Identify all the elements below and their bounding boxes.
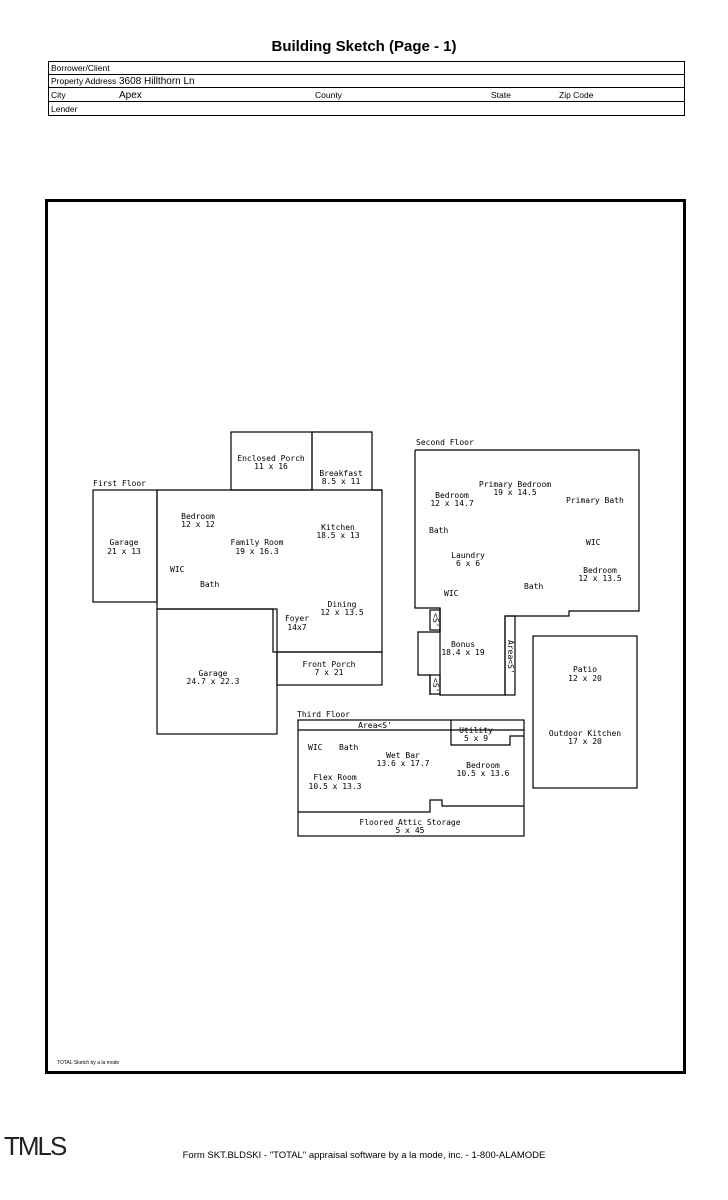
- primary-bath-label: Primary Bath: [566, 496, 624, 505]
- zip-label: Zip Code: [559, 90, 594, 100]
- property-header-table: Borrower/Client Property Address 3608 Hi…: [48, 61, 685, 116]
- family-room-size: 19 x 16.3: [235, 547, 279, 556]
- attic-divider: [298, 799, 524, 813]
- county-label: County: [315, 90, 342, 100]
- patio-outline: [532, 635, 638, 789]
- third-floor-label: Third Floor: [297, 710, 350, 719]
- garage-large-name: Garage: [199, 669, 228, 678]
- stair-box-lower: [429, 674, 441, 695]
- outdoor-kitchen-size: 17 x 20: [568, 737, 602, 746]
- wic1-label: WIC: [170, 565, 185, 574]
- bedroom2-name: Bedroom: [435, 491, 469, 500]
- bedroom4-name: Bedroom: [466, 761, 500, 770]
- laundry-size: 6 x 6: [456, 559, 480, 568]
- address-label: Property Address: [51, 76, 117, 86]
- front-porch-outline: [276, 651, 383, 686]
- laundry-name: Laundry: [451, 551, 485, 560]
- garage-large-size: 24.7 x 22.3: [187, 677, 240, 686]
- breakfast-name: Breakfast: [319, 469, 363, 478]
- stair-upper-label: <S': [431, 613, 440, 627]
- stair-lower-label: <S': [431, 678, 440, 692]
- area-strip-label: Area<S': [358, 721, 392, 730]
- bath2-label: Bath: [429, 526, 448, 535]
- page-title: Building Sketch (Page - 1): [271, 38, 457, 55]
- kitchen-name: Kitchen: [321, 523, 355, 532]
- form-footer: Form SKT.BLDSKI - "TOTAL" appraisal soft…: [182, 1150, 546, 1161]
- bedroom1-name: Bedroom: [181, 512, 215, 521]
- stair-box-upper: [429, 609, 441, 631]
- kitchen-size: 18.5 x 13: [316, 531, 360, 540]
- bath3-label: Bath: [524, 582, 543, 591]
- sketch-credit: TOTAL Sketch by a la mode: [57, 1060, 120, 1066]
- breakfast-outline: [311, 431, 383, 652]
- bedroom2-size: 12 x 14.7: [430, 499, 474, 508]
- wic2-label: WIC: [586, 538, 601, 547]
- bonus-name: Bonus: [451, 640, 475, 649]
- wic4-label: WIC: [308, 743, 323, 752]
- area-vertical-label: Area<S': [506, 640, 515, 674]
- first-floor-label: First Floor: [93, 479, 146, 488]
- wic3-label: WIC: [444, 589, 459, 598]
- primary-bedroom-size: 19 x 14.5: [493, 488, 537, 497]
- bedroom1-size: 12 x 12: [181, 520, 215, 529]
- area-strip-outline: [504, 615, 516, 696]
- city-label: City: [51, 90, 66, 100]
- tmls-logo: TMLS: [4, 1131, 67, 1161]
- bedroom3-name: Bedroom: [583, 566, 617, 575]
- flex-room-size: 10.5 x 13.3: [309, 782, 362, 791]
- primary-bedroom-name: Primary Bedroom: [479, 480, 551, 489]
- utility-name: Utility: [459, 726, 493, 735]
- second-floor-label: Second Floor: [416, 438, 474, 447]
- bonus-size: 18.4 x 19: [441, 648, 485, 657]
- lender-label: Lender: [51, 104, 78, 114]
- dining-name: Dining: [328, 600, 357, 609]
- enclosed-porch-name: Enclosed Porch: [237, 454, 305, 463]
- utility-outline: [450, 720, 524, 746]
- bath1-label: Bath: [200, 580, 219, 589]
- garage-small-size: 21 x 13: [107, 547, 141, 556]
- enclosed-porch-size: 11 x 16: [254, 462, 288, 471]
- city-value: Apex: [119, 90, 142, 101]
- front-porch-size: 7 x 21: [315, 668, 344, 677]
- sketch-frame: [45, 199, 686, 1074]
- foyer-name: Foyer: [285, 614, 309, 623]
- bath4-label: Bath: [339, 743, 358, 752]
- attic-size: 5 x 45: [396, 826, 425, 835]
- bedroom4-size: 10.5 x 13.6: [457, 769, 510, 778]
- bedroom3-size: 12 x 13.5: [578, 574, 622, 583]
- borrower-row: Borrower/Client: [49, 62, 684, 75]
- wet-bar-name: Wet Bar: [386, 751, 420, 760]
- patio-size: 12 x 20: [568, 674, 602, 683]
- patio-name: Patio: [573, 665, 597, 674]
- family-room-name: Family Room: [231, 538, 284, 547]
- outdoor-kitchen-name: Outdoor Kitchen: [549, 729, 621, 738]
- third-floor-outline: [297, 719, 525, 837]
- lender-row: Lender: [49, 103, 684, 116]
- garage-small-name: Garage: [110, 538, 139, 547]
- attic-name: Floored Attic Storage: [359, 818, 460, 827]
- city-row: City Apex County State Zip Code: [49, 89, 684, 102]
- borrower-label: Borrower/Client: [51, 63, 110, 73]
- foyer-size: 14x7: [287, 623, 306, 632]
- breakfast-size: 8.5 x 11: [322, 477, 361, 486]
- address-row: Property Address 3608 Hillthorn Ln: [49, 75, 684, 88]
- front-porch-name: Front Porch: [303, 660, 356, 669]
- utility-size: 5 x 9: [464, 734, 488, 743]
- dining-size: 12 x 13.5: [320, 608, 364, 617]
- state-label: State: [491, 90, 511, 100]
- flex-room-name: Flex Room: [313, 773, 357, 782]
- address-value: 3608 Hillthorn Ln: [119, 76, 195, 87]
- wet-bar-size: 13.6 x 17.7: [377, 759, 430, 768]
